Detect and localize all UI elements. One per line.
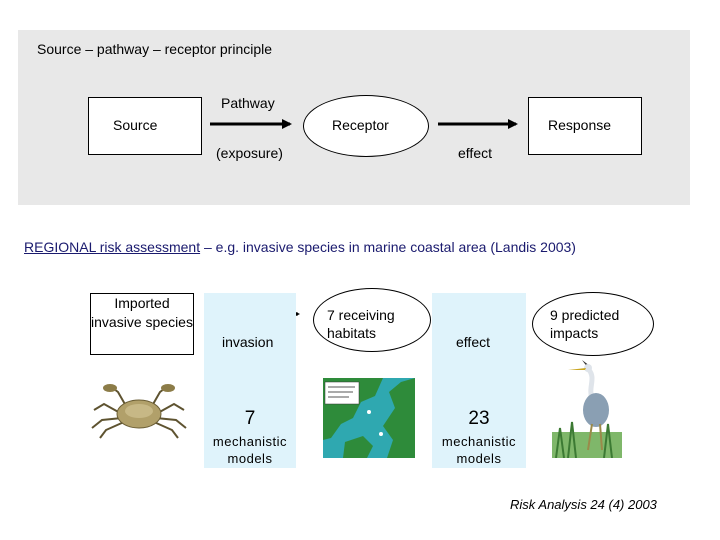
invasion-count: 7: [244, 408, 256, 429]
response-box: [528, 97, 642, 155]
impacts-label: 9 predicted impacts: [550, 307, 620, 341]
habitats-label: 7 receiving habitats: [327, 307, 395, 341]
invasion-column: [204, 293, 296, 468]
regional-heading-rest: – e.g. invasive species in marine coasta…: [200, 239, 576, 255]
habitats-ellipse: [313, 288, 431, 352]
receptor-ellipse: [303, 95, 429, 157]
crab-image: [91, 384, 187, 439]
coastal-map-image: [323, 378, 415, 458]
exposure-label: (exposure): [216, 145, 283, 161]
effect2-label: effect: [456, 334, 490, 350]
receptor-label: Receptor: [332, 117, 389, 133]
principle-title: Source – pathway – receptor principle: [37, 41, 273, 57]
heron-image: [552, 360, 622, 458]
source-box: [88, 97, 202, 155]
regional-heading: REGIONAL risk assessment – e.g. invasive…: [24, 239, 576, 255]
regional-heading-underlined: REGIONAL risk assessment: [24, 239, 201, 255]
effect-column: [432, 293, 526, 468]
effect-models: mechanistic models: [441, 434, 517, 466]
impacts-ellipse: [532, 292, 654, 356]
imported-species-label: Imported invasive species: [91, 295, 193, 330]
response-label: Response: [548, 117, 612, 133]
citation: Risk Analysis 24 (4) 2003: [510, 497, 657, 512]
source-label: Source: [113, 117, 158, 133]
effect-label: effect: [458, 145, 492, 161]
imported-species-box: Imported invasive species: [90, 293, 194, 355]
effect-count: 23: [468, 408, 490, 429]
invasion-models: mechanistic models: [212, 434, 288, 466]
pathway-label: Pathway: [221, 95, 275, 111]
invasion-label: invasion: [222, 334, 274, 350]
